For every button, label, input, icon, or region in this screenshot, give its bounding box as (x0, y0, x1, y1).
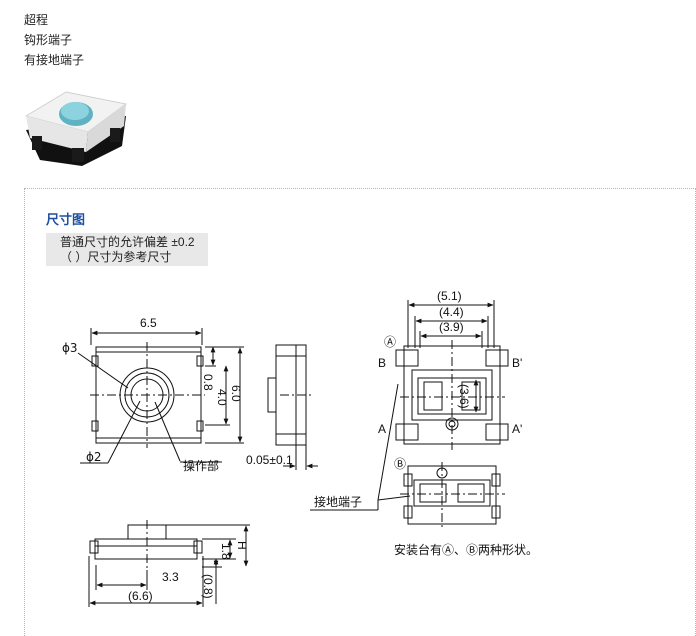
feature-hook-terminal: 钩形端子 (24, 33, 73, 47)
label-b-circled: Ⓑ (394, 457, 406, 471)
dim-h: H (235, 541, 249, 550)
front-view (88, 520, 250, 607)
note-line-1: 普通尺寸的允许偏差 ±0.2 (60, 235, 195, 249)
dim-6-5: 6.5 (140, 316, 157, 330)
label-a-circled: Ⓐ (384, 335, 396, 349)
dim-0-8-front: (0.8) (201, 574, 215, 599)
label-b-prime: B' (512, 356, 522, 370)
label-a: A (378, 422, 386, 436)
tolerance-note: 普通尺寸的允许偏差 ±0.2 （ ）尺寸为参考尺寸 (46, 233, 208, 266)
dim-6-0: 6.0 (229, 385, 243, 402)
feature-overtravel: 超程 (24, 13, 49, 27)
product-photo (24, 91, 128, 166)
operating-part-label: 操作部 (183, 458, 219, 473)
dim-4-4: (4.4) (439, 305, 464, 319)
feature-ground-terminal: 有接地端子 (24, 53, 85, 67)
dim-tolerance: 0.05±0.1 (246, 453, 293, 467)
dim-phi3: ϕ3 (62, 341, 78, 355)
dim-0-8-top: 0.8 (201, 374, 215, 391)
dim-4-0: 4.0 (215, 389, 229, 406)
note-line-2: （ ）尺寸为参考尺寸 (60, 250, 172, 264)
mounting-note: 安装台有Ⓐ、Ⓑ两种形状。 (394, 542, 538, 557)
section-title: 尺寸图 (46, 212, 86, 227)
dim-3-6: (3.6) (457, 384, 471, 409)
ground-terminal-label: 接地端子 (314, 494, 362, 509)
top-view (77, 328, 244, 464)
label-b: B (378, 356, 386, 370)
side-view (267, 344, 318, 470)
bottom-view-b (310, 383, 505, 530)
bottom-view-a (395, 300, 509, 450)
dim-1-8: 1.8 (219, 543, 233, 560)
dim-3-3: 3.3 (162, 570, 179, 584)
label-a-prime: A' (512, 422, 522, 436)
dim-3-9: (3.9) (439, 320, 464, 334)
dim-5-1: (5.1) (437, 289, 462, 303)
dim-phi2: ϕ2 (86, 450, 102, 464)
dim-6-6: (6.6) (128, 589, 153, 603)
